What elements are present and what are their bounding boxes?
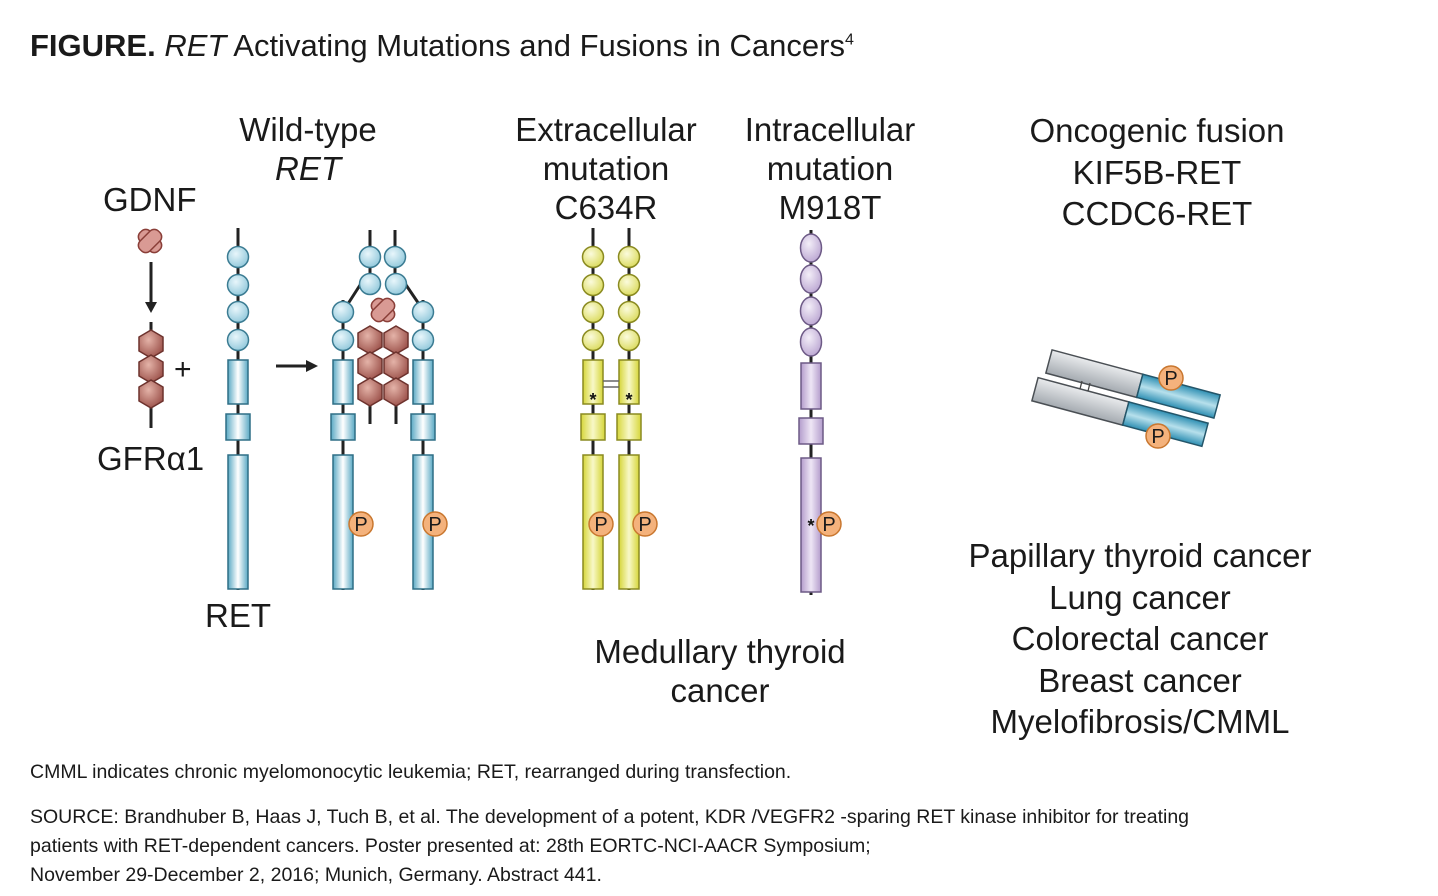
oncogenic-line-2: KIF5B-RET [1072,153,1242,191]
ret-label: RET [205,597,271,634]
phospho-label: P [428,514,441,536]
wildtype-line-1: Wild-type [239,111,377,148]
medullary-line-2: cancer [670,672,770,709]
m918t-mutant-monomer [798,230,824,595]
title-gene: RET [164,28,227,63]
gfra1-label: GFRα1 [97,440,205,477]
binding-arrow-down [145,262,157,313]
cancer-item: Papillary thyroid cancer [968,537,1312,574]
phospho-label: P [1151,426,1164,448]
phospho-markers [348,365,1184,537]
medullary-line-1: Medullary thyroid [594,633,846,670]
title-reference: 4 [844,31,854,49]
ret-dimer-complex [330,230,436,590]
source-line-3: November 29-December 2, 2016; Munich, Ge… [30,864,602,886]
oncogenic-line-3: CCDC6-RET [1061,195,1253,232]
source-line-2: patients with RET-dependent cancers. Pos… [30,835,871,857]
title-text: Activating Mutations and Fusions in Canc… [226,28,845,63]
gdnf-ligand [137,228,163,254]
c634r-mutant-dimer [580,228,642,590]
oncogenic-line-1: Oncogenic fusion [1029,112,1285,149]
cancer-item: Myelofibrosis/CMML [990,703,1290,740]
ret-monomer [225,228,251,590]
fusion-protein-upper [1044,348,1222,420]
wildtype-line-2: RET [275,150,341,187]
intracellular-heading: Intracellular mutation M918T [720,110,940,227]
extracellular-line-2: mutation [542,150,670,187]
source-footnote: SOURCE: Brandhuber B, Haas J, Tuch B, et… [30,803,1189,890]
phospho-label: P [594,514,607,536]
phospho-label: P [1164,368,1177,390]
figure-title: FIGURE. RET Activating Mutations and Fus… [30,28,854,64]
source-line-1: SOURCE: Brandhuber B, Haas J, Tuch B, et… [30,806,1190,828]
plus-sign: + [174,353,192,386]
cancer-item: Lung cancer [1049,578,1231,616]
medullary-cancer-label: Medullary thyroid cancer [560,632,880,710]
mutation-asterisk: * [589,390,596,410]
extracellular-line-3: C634R [554,189,658,226]
fusion-dimer-link [1079,380,1091,392]
wildtype-heading: Wild-type RET [208,110,408,188]
phospho-label: P [354,514,367,536]
mutation-asterisk: * [807,516,814,536]
gfra1-chain [138,322,164,428]
intracellular-line-2: mutation [766,150,894,187]
activation-arrow [276,360,318,372]
fusion-cancer-list: Papillary thyroid cancer Lung cancer Col… [930,535,1350,743]
phospho-label: P [822,514,835,536]
gdnf-label: GDNF [103,181,197,218]
intracellular-line-3: M918T [778,189,882,226]
abbreviation-footnote: CMML indicates chronic myelomonocytic le… [30,761,792,783]
cancer-item: Colorectal cancer [1011,620,1269,657]
extracellular-heading: Extracellular mutation C634R [496,110,716,227]
cancer-item: Breast cancer [1038,661,1242,699]
oncogenic-heading: Oncogenic fusion KIF5B-RET CCDC6-RET [1007,110,1307,235]
intracellular-line-1: Intracellular [744,111,916,148]
mutation-asterisk: * [625,390,632,410]
extracellular-line-1: Extracellular [515,111,697,148]
phospho-label: P [638,514,651,536]
figure-label: FIGURE. [30,28,156,63]
